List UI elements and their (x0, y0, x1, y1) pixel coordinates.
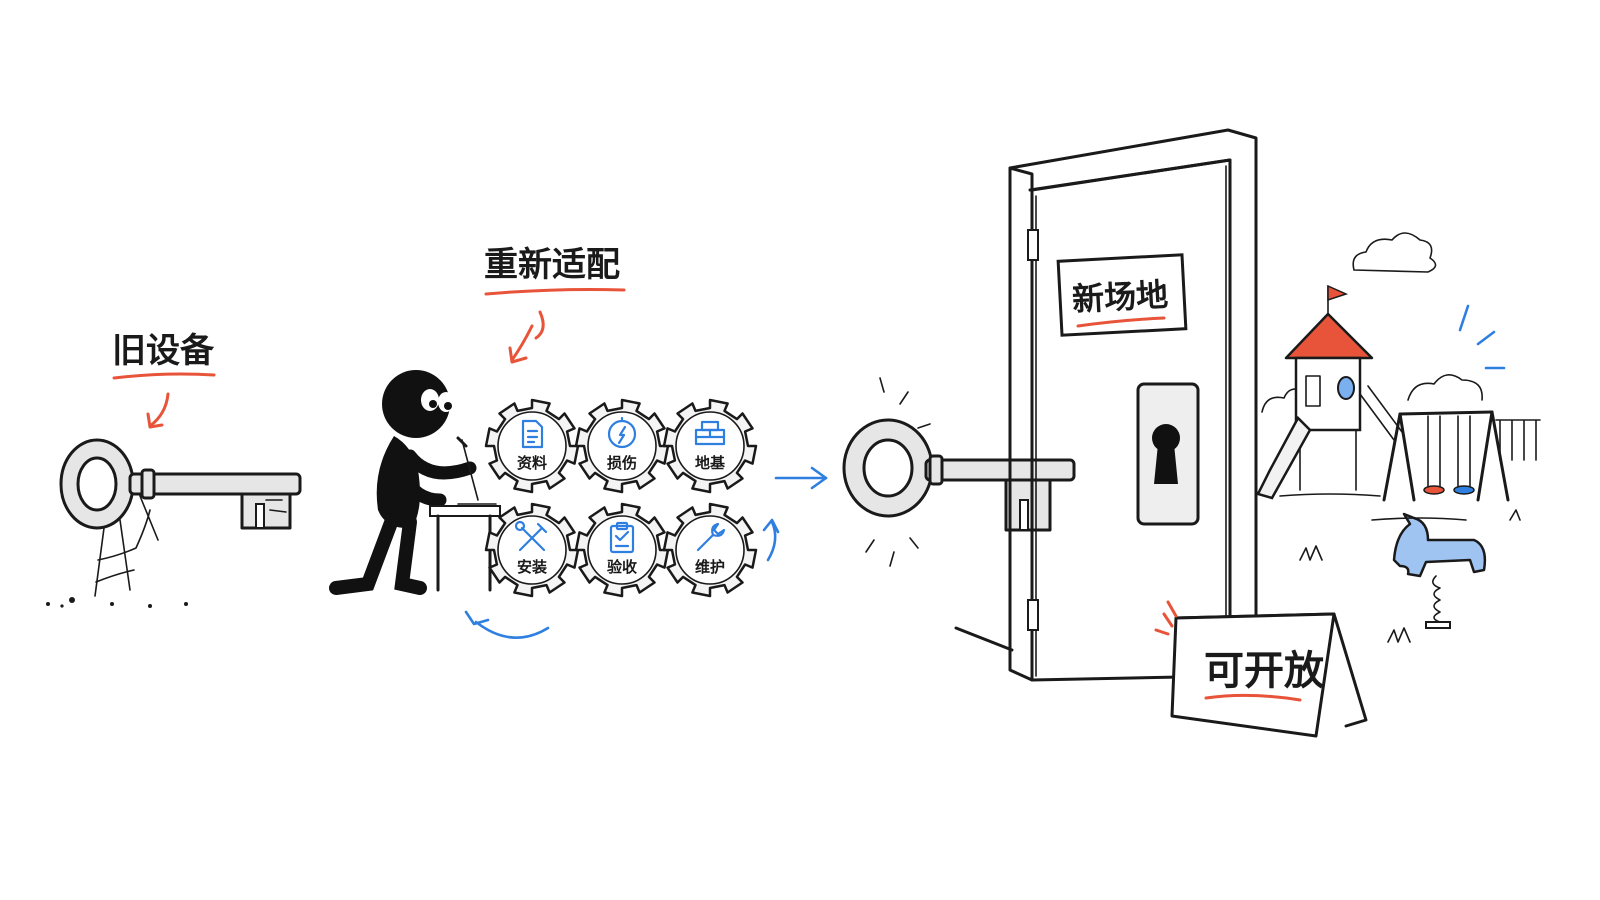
gear-6: 维护 (662, 502, 758, 598)
new-site-sign (1056, 253, 1188, 337)
gear-label: 地基 (695, 454, 726, 472)
old-equipment-arrow (148, 392, 170, 428)
gear-face (497, 515, 567, 585)
playground-scene (1256, 232, 1541, 643)
new-site-label: 新场地 (1071, 276, 1169, 319)
can-open-label: 可开放 (1204, 648, 1324, 694)
readapt-arrow (510, 310, 545, 362)
gear-1: 资料 (484, 398, 580, 494)
gear-label: 资料 (517, 454, 547, 472)
readapt-label: 重新适配 (484, 245, 620, 285)
old-equipment-group: 旧设备 (46, 331, 302, 608)
swing-set (1382, 410, 1510, 502)
gear-face (587, 515, 657, 585)
dust-specks (46, 597, 188, 608)
cobweb-icon (94, 495, 159, 597)
gear-label: 损伤 (607, 454, 637, 472)
foundation-icon (694, 420, 726, 446)
workbench (429, 503, 501, 592)
keyhole-icon (1136, 382, 1200, 526)
wrench-icon (696, 522, 726, 552)
new-site-underline (1076, 316, 1166, 328)
gear-2: 损伤 (574, 398, 670, 494)
stick-figure-worker (329, 370, 479, 595)
can-open-underline (1204, 693, 1302, 702)
can-open-sign: 可开放 (1154, 600, 1368, 738)
slide-tower (1256, 284, 1403, 500)
cycle-arrow-bottom (474, 620, 550, 639)
clipboard-check-icon (609, 521, 635, 554)
readapt-underline (484, 288, 626, 296)
gear-face (675, 411, 745, 481)
spring-horse (1392, 512, 1487, 629)
old-key-icon (59, 438, 302, 530)
gear-label: 安装 (517, 558, 548, 576)
new-key-icon (842, 377, 1076, 567)
gear-face (675, 515, 745, 585)
gear-label: 维护 (695, 558, 725, 576)
gear-5: 验收 (574, 502, 670, 598)
compass-icon (607, 416, 637, 449)
document-icon (521, 419, 544, 449)
door-group: 新场地 (954, 128, 1302, 682)
old-equipment-underline (112, 372, 216, 380)
cloud-icon (1352, 232, 1437, 273)
gear-3: 地基 (662, 398, 758, 494)
gear-4: 安装 (484, 502, 580, 598)
tools-icon (514, 520, 548, 552)
cycle-arrow-right (766, 520, 777, 562)
old-equipment-label: 旧设备 (112, 331, 215, 371)
gear-label: 验收 (607, 558, 637, 576)
